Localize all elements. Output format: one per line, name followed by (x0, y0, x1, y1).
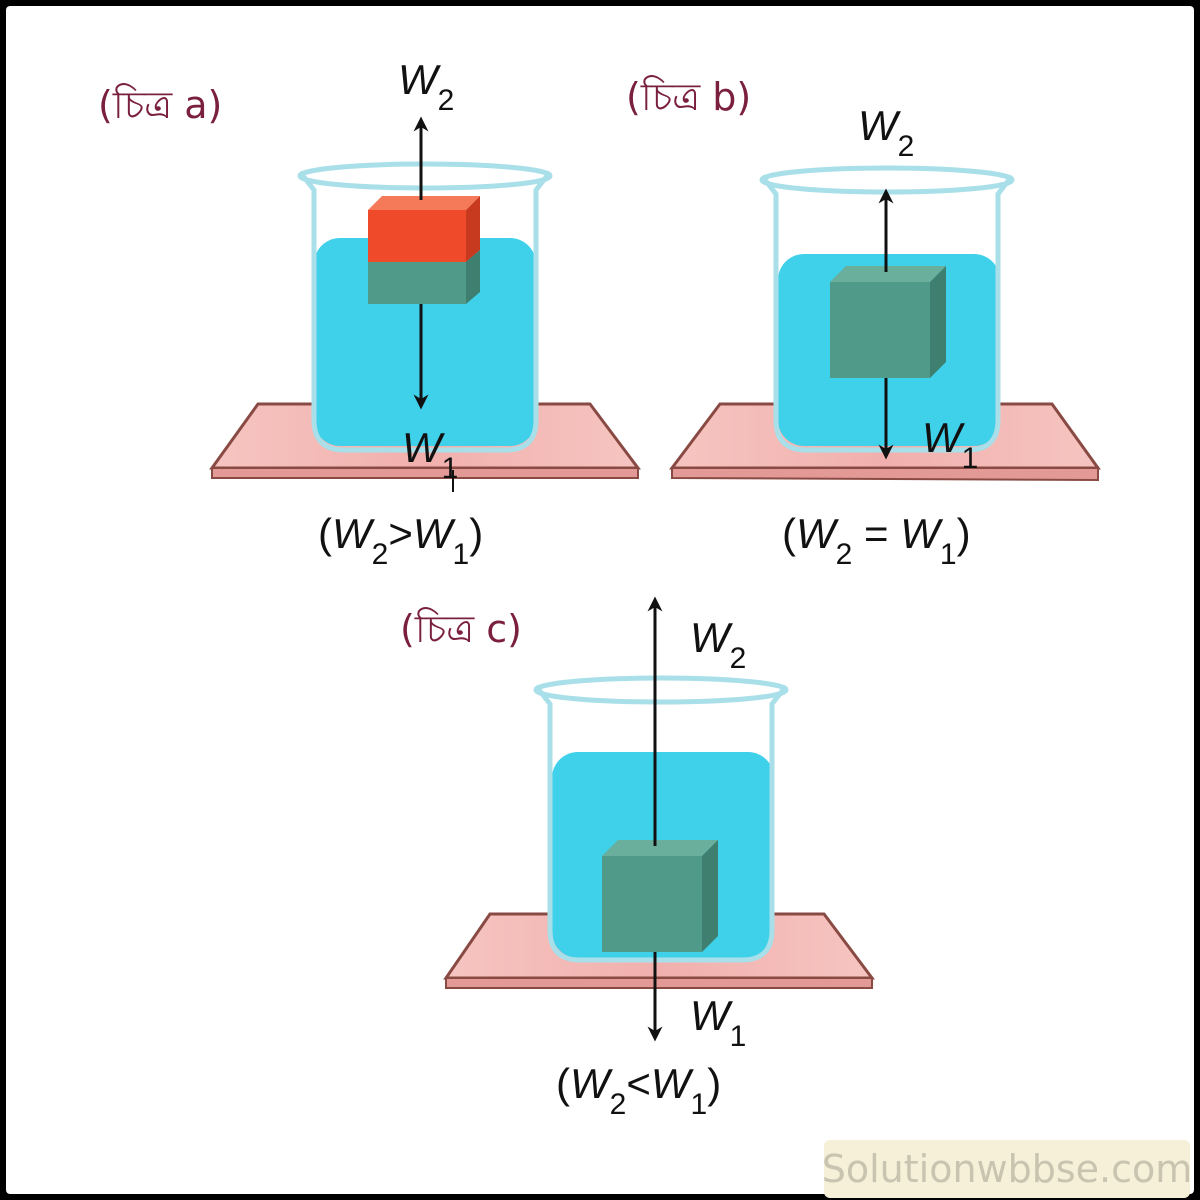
block-b-submerged (830, 282, 930, 378)
figure-c: (চিত্র c) W2 W1 (W2<W1) (400, 596, 875, 1121)
condition-a: (W2>W1) (318, 510, 483, 571)
condition-b: (W2 = W1) (782, 510, 971, 571)
figure-b-title: (চিত্র b) (626, 75, 751, 119)
block-a-submerged (368, 262, 466, 304)
w1-label-b: W1 (922, 414, 978, 475)
w2-label-b: W2 (858, 102, 914, 163)
page: (চিত্র a) W2 W1 (W2>W1) (চিত্র b) (6, 6, 1194, 1198)
block-c (602, 840, 718, 952)
figure-a-title: (চিত্র a) (98, 83, 222, 127)
watermark: Solutionwbbse.com (822, 1140, 1192, 1198)
w2-label-a: W2 (398, 56, 454, 117)
figure-b: (চিত্র b) W2 W1 (W2 = W1) (626, 75, 1101, 571)
block-c-submerged (602, 856, 702, 952)
w1-label-a: W1 (402, 424, 458, 485)
block-b (830, 266, 946, 378)
diagram-canvas: (চিত্র a) W2 W1 (W2>W1) (চিত্র b) (98, 56, 1101, 1121)
w1-label-c: W1 (690, 992, 746, 1053)
figure-c-title: (চিত্র c) (400, 607, 522, 651)
block-a (368, 196, 480, 304)
condition-c: (W2<W1) (556, 1060, 721, 1121)
block-a-above-water (368, 210, 466, 262)
figure-a: (চিত্র a) W2 W1 (W2>W1) (98, 56, 641, 571)
w2-label-c: W2 (690, 614, 746, 675)
